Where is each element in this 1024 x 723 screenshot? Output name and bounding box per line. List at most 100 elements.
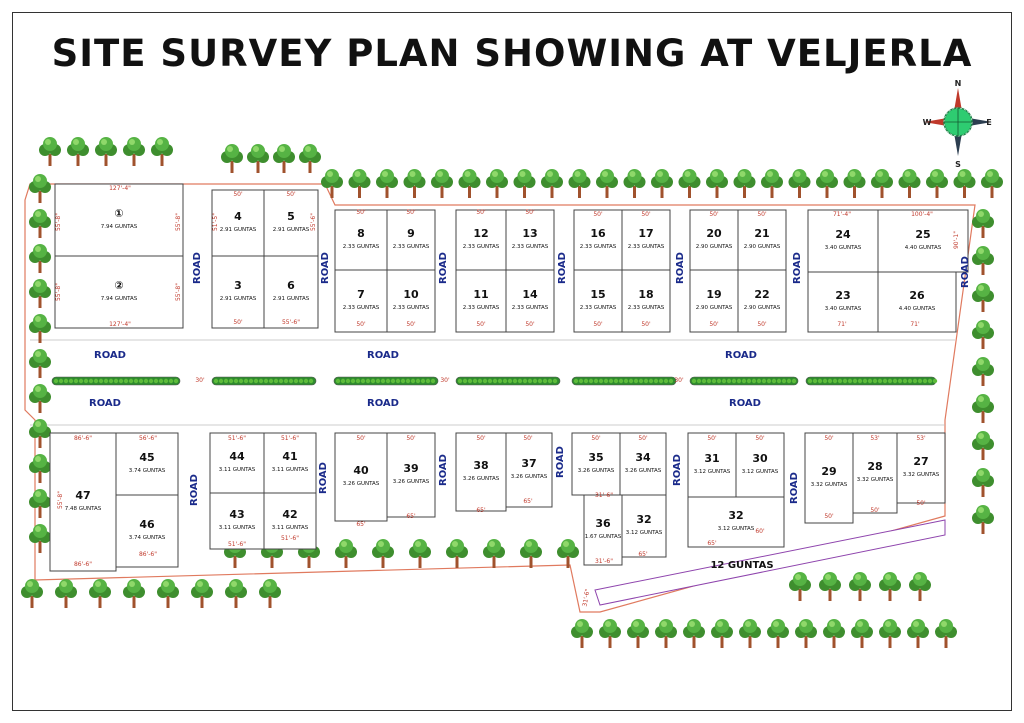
dimension-label: 50': [757, 321, 767, 328]
site-boundary: [24, 183, 976, 613]
tree-icon: [972, 394, 994, 423]
tree-icon: [225, 579, 247, 608]
plot-p41[interactable]: 413.11 GUNTAS: [263, 432, 317, 494]
plot-p38[interactable]: 383.26 GUNTAS: [455, 432, 507, 512]
dimension-label: 50': [709, 211, 719, 218]
plot-p19[interactable]: 192.90 GUNTAS: [689, 269, 739, 333]
plot-p24[interactable]: 243.40 GUNTAS: [807, 209, 879, 273]
plot-p1[interactable]: ①7.94 GUNTAS: [54, 183, 184, 257]
plot-p5[interactable]: 52.91 GUNTAS: [263, 189, 319, 257]
plot-p45[interactable]: 453.74 GUNTAS: [115, 432, 179, 496]
plot-p9[interactable]: 92.33 GUNTAS: [386, 209, 436, 271]
tree-icon: [795, 619, 817, 648]
plot-p34[interactable]: 343.26 GUNTAS: [619, 432, 667, 496]
plot-number: 43: [229, 508, 244, 521]
plot-p16[interactable]: 162.33 GUNTAS: [573, 209, 623, 271]
plot-outline: [877, 209, 969, 273]
dimension-label: 55'-8": [175, 283, 182, 301]
tree-icon: [651, 169, 673, 198]
plot-p15[interactable]: 152.33 GUNTAS: [573, 269, 623, 333]
plot-outline: [263, 492, 317, 550]
plot-p43[interactable]: 433.11 GUNTAS: [209, 492, 265, 550]
plot-p35[interactable]: 353.26 GUNTAS: [571, 432, 621, 496]
plot-outline: [621, 269, 671, 333]
plot-p18[interactable]: 182.33 GUNTAS: [621, 269, 671, 333]
plot-p26[interactable]: 264.40 GUNTAS: [877, 271, 957, 333]
plot-p30[interactable]: 303.12 GUNTAS: [735, 432, 785, 498]
plot-area: 3.11 GUNTAS: [219, 467, 256, 473]
plot-number: 14: [522, 288, 538, 301]
tree-icon: [520, 539, 542, 568]
plot-area: 2.33 GUNTAS: [463, 305, 500, 311]
plot-outline: [211, 255, 265, 329]
compass-s: S: [955, 160, 961, 169]
plot-p27[interactable]: 273.32 GUNTAS: [896, 432, 946, 504]
tree-icon: [372, 539, 394, 568]
plot-p36[interactable]: 361.67 GUNTAS: [583, 494, 623, 566]
plot-p37[interactable]: 373.26 GUNTAS: [505, 432, 553, 508]
plot-area: 3.40 GUNTAS: [825, 306, 862, 312]
plot-p22[interactable]: 222.90 GUNTAS: [737, 269, 787, 333]
tree-icon: [29, 314, 51, 343]
tree-icon: [89, 579, 111, 608]
tree-icon: [29, 244, 51, 273]
median-strip: [211, 376, 317, 386]
tree-icon: [789, 572, 811, 601]
plot-p32b[interactable]: 323.12 GUNTAS: [687, 496, 785, 548]
plot-p3[interactable]: 32.91 GUNTAS: [211, 255, 265, 329]
plot-p44[interactable]: 443.11 GUNTAS: [209, 432, 265, 494]
plot-p12[interactable]: 122.33 GUNTAS: [455, 209, 507, 271]
plot-p14[interactable]: 142.33 GUNTAS: [505, 269, 555, 333]
plot-p6[interactable]: 62.91 GUNTAS: [263, 255, 319, 329]
plot-p8[interactable]: 82.33 GUNTAS: [334, 209, 388, 271]
plot-area: 2.90 GUNTAS: [744, 305, 781, 311]
dimension-label: 86'-6": [139, 551, 157, 558]
plot-p47[interactable]: 477.48 GUNTAS: [49, 432, 117, 572]
dimension-label: 60': [755, 528, 765, 535]
plot-p39[interactable]: 393.26 GUNTAS: [386, 432, 436, 518]
plot-number: 37: [521, 457, 536, 470]
plot-p10[interactable]: 102.33 GUNTAS: [386, 269, 436, 333]
plot-area: 2.91 GUNTAS: [273, 227, 310, 233]
plot-p25[interactable]: 254.40 GUNTAS: [877, 209, 969, 273]
plot-p28[interactable]: 283.32 GUNTAS: [852, 432, 898, 514]
plot-p23[interactable]: 233.40 GUNTAS: [807, 271, 879, 333]
tree-icon: [486, 169, 508, 198]
plot-p42[interactable]: 423.11 GUNTAS: [263, 492, 317, 550]
twelve-guntas-label: 12 GUNTAS: [710, 560, 773, 571]
plot-p29[interactable]: 293.32 GUNTAS: [804, 432, 854, 524]
plot-p13[interactable]: 132.33 GUNTAS: [505, 209, 555, 271]
dimension-label: 55'-6": [310, 213, 317, 231]
plot-outline: [619, 432, 667, 496]
plot-area: 3.32 GUNTAS: [903, 472, 940, 478]
tree-icon: [953, 169, 976, 198]
plot-p4[interactable]: 42.91 GUNTAS: [211, 189, 265, 257]
plot-outline: [621, 209, 671, 271]
plot-p40[interactable]: 403.26 GUNTAS: [334, 432, 388, 522]
dimension-label: 50': [593, 321, 603, 328]
dimension-label: 50': [286, 191, 296, 198]
plot-area: 3.12 GUNTAS: [694, 469, 731, 475]
road-medians: [51, 376, 938, 386]
plot-p20[interactable]: 202.90 GUNTAS: [689, 209, 739, 271]
plot-outline: [735, 432, 785, 498]
plot-p32a[interactable]: 323.12 GUNTAS: [621, 494, 667, 558]
plot-outline: [209, 492, 265, 550]
plot-p7[interactable]: 72.33 GUNTAS: [334, 269, 388, 333]
plot-p21[interactable]: 212.90 GUNTAS: [737, 209, 787, 271]
plot-p46[interactable]: 463.74 GUNTAS: [115, 494, 179, 568]
tree-icon: [909, 572, 931, 601]
plot-p31[interactable]: 313.12 GUNTAS: [687, 432, 737, 498]
tree-icon: [335, 539, 357, 568]
plot-p17[interactable]: 172.33 GUNTAS: [621, 209, 671, 271]
tree-icon: [851, 619, 873, 648]
tree-icon: [151, 137, 173, 166]
dimension-label: 50': [709, 321, 719, 328]
plot-p2[interactable]: ②7.94 GUNTAS: [54, 255, 184, 329]
road-label: ROAD: [557, 252, 568, 284]
dimension-label: 55'-8": [55, 213, 62, 231]
plot-outline: [209, 432, 265, 494]
dimension-label: 50': [641, 211, 651, 218]
dimension-label: 51'-6": [228, 435, 246, 442]
tree-icon: [55, 579, 77, 608]
